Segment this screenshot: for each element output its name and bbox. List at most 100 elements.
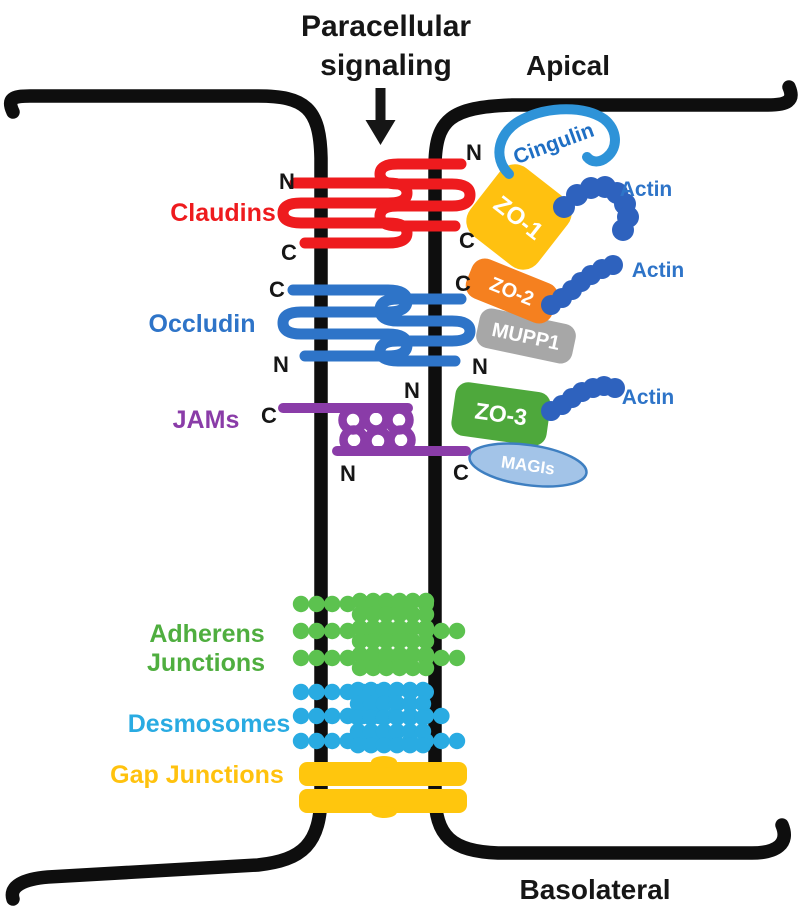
desmosome-dot bbox=[362, 681, 380, 699]
desmosome-dot bbox=[324, 683, 341, 701]
left-cell-membrane bbox=[3, 89, 328, 906]
claudin-right-n-terminal: N bbox=[466, 140, 482, 165]
adherens-dot bbox=[417, 592, 435, 610]
adherens-dot bbox=[365, 659, 382, 677]
zo2-box bbox=[465, 258, 559, 324]
adherens-dot bbox=[378, 633, 395, 650]
adherens-dot bbox=[365, 646, 382, 663]
desmosome-dot bbox=[375, 737, 393, 754]
desmosome-dot bbox=[433, 707, 450, 725]
adherens-dot bbox=[365, 592, 382, 610]
occludin-left-c-terminal: C bbox=[269, 277, 285, 302]
adherens-dot bbox=[433, 622, 450, 640]
occludin-left-n-terminal: N bbox=[273, 352, 289, 377]
actin-bead bbox=[603, 255, 623, 275]
adherens-dot bbox=[378, 646, 395, 663]
occludin-right-n-terminal: N bbox=[472, 354, 488, 379]
adherens-label-line2: Junctions bbox=[147, 649, 265, 677]
terminal-labels: N C N C C N C N C N N C bbox=[261, 140, 488, 486]
desmosome-dot bbox=[401, 723, 419, 740]
claudins-label: Claudins bbox=[170, 199, 276, 227]
desmosome-dot bbox=[349, 681, 367, 699]
basolateral-label: Basolateral bbox=[520, 874, 671, 905]
desmosome-dot bbox=[414, 681, 432, 699]
zo1-box bbox=[466, 164, 572, 270]
actin-bead bbox=[612, 219, 634, 241]
desmosome-dot bbox=[375, 723, 393, 740]
cingulin-arc bbox=[494, 104, 620, 179]
jam-top-n-terminal: N bbox=[404, 378, 420, 403]
desmosome-dot bbox=[349, 737, 367, 754]
mupp1-box bbox=[476, 308, 576, 364]
adherens-junction-dots bbox=[292, 592, 466, 677]
adherens-dot bbox=[308, 595, 325, 613]
adherens-dot bbox=[391, 646, 408, 663]
zo1-protein: ZO-1 bbox=[466, 164, 572, 270]
adherens-dot bbox=[417, 646, 435, 663]
adherens-dot bbox=[404, 606, 421, 623]
actin-label: Actin bbox=[620, 178, 673, 201]
gap-junction-structure bbox=[299, 756, 467, 818]
desmosome-dot bbox=[308, 683, 325, 701]
desmosome-dot bbox=[375, 681, 393, 699]
desmosome-dot bbox=[433, 732, 450, 750]
adherens-dot bbox=[448, 622, 466, 640]
adherens-dot bbox=[365, 633, 382, 650]
adherens-dot bbox=[404, 659, 421, 677]
adherens-dot bbox=[391, 659, 408, 677]
jam-ig-loop bbox=[363, 426, 393, 456]
occludin-label: Occludin bbox=[149, 310, 256, 338]
adherens-dot bbox=[448, 649, 466, 667]
desmosome-dot bbox=[349, 695, 367, 712]
adherens-dot bbox=[433, 649, 450, 667]
magis-protein: MAGIs bbox=[468, 442, 588, 488]
desmosome-dot bbox=[324, 732, 341, 750]
occludin-right-molecule bbox=[374, 293, 476, 367]
adherens-dot bbox=[417, 659, 435, 677]
jam-ig-loop bbox=[386, 425, 416, 455]
adherens-dot bbox=[391, 619, 408, 636]
desmosome-dots bbox=[292, 681, 466, 754]
desmosome-dot bbox=[388, 681, 406, 699]
adherens-dot bbox=[404, 592, 421, 610]
desmosome-dot bbox=[292, 707, 310, 725]
jam-bottom-n-terminal: N bbox=[340, 461, 356, 486]
adherens-dot bbox=[292, 649, 310, 667]
jam-right-c-terminal: C bbox=[453, 460, 469, 485]
zo3-box bbox=[451, 382, 551, 446]
gap-junctions-label: Gap Junctions bbox=[110, 761, 284, 789]
desmosome-dot bbox=[448, 732, 466, 750]
jam-structure bbox=[278, 403, 471, 456]
adherens-dot bbox=[378, 592, 395, 610]
zo3-protein: ZO-3 bbox=[451, 382, 551, 446]
desmosome-dot bbox=[388, 737, 406, 754]
claudin-structure bbox=[277, 158, 476, 249]
cingulin-label: Cingulin bbox=[510, 119, 597, 169]
adherens-dot bbox=[351, 606, 369, 623]
adherens-dot bbox=[417, 619, 435, 636]
desmosome-dot bbox=[349, 709, 367, 726]
desmosome-dot bbox=[401, 695, 419, 712]
down-arrow-icon bbox=[365, 88, 396, 145]
desmosome-dot bbox=[308, 707, 325, 725]
desmosome-dot bbox=[414, 723, 432, 740]
adherens-dot bbox=[365, 606, 382, 623]
desmosome-dot bbox=[362, 723, 380, 740]
gap-junction-bump bbox=[371, 806, 397, 818]
desmosome-dot bbox=[292, 683, 310, 701]
adherens-dot bbox=[351, 633, 369, 650]
adherens-dot bbox=[404, 619, 421, 636]
desmosome-dot bbox=[388, 723, 406, 740]
gap-junction-bump bbox=[371, 756, 397, 768]
adherens-dot bbox=[417, 633, 435, 650]
desmosome-dot bbox=[308, 732, 325, 750]
jam-ig-loop bbox=[339, 425, 369, 455]
claudin-right-molecule bbox=[374, 158, 476, 232]
desmosome-dot bbox=[324, 707, 341, 725]
claudin-left-c-terminal: C bbox=[281, 240, 297, 265]
actin-label: Actin bbox=[632, 259, 685, 282]
desmosome-dot bbox=[292, 732, 310, 750]
adherens-dot bbox=[378, 659, 395, 677]
actin-label: Actin bbox=[622, 386, 675, 409]
